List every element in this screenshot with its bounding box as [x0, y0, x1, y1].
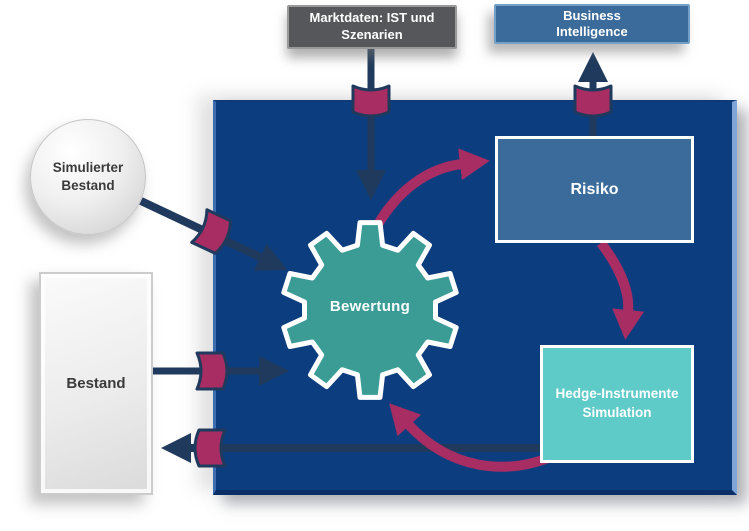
- hedge-node: Hedge-Instrumente Simulation: [540, 345, 694, 463]
- simulierter-bestand-label-line1: Simulierter: [52, 160, 124, 176]
- marktdaten-label-line2: Szenarien: [341, 27, 403, 42]
- bestand-label: Bestand: [66, 375, 126, 392]
- risiko-label: Risiko: [570, 180, 619, 198]
- risiko-node: Risiko: [495, 136, 694, 243]
- marktdaten-node: Marktdaten: IST und Szenarien: [287, 5, 457, 49]
- bi-label-line1: Business: [563, 7, 621, 23]
- marktdaten-label-line1: Marktdaten: IST und: [309, 10, 435, 26]
- bi-label-line2: Intelligence: [556, 24, 628, 39]
- business-intelligence-node: Business Intelligence: [494, 4, 690, 44]
- simulierter-bestand-node: Simulierter Bestand: [30, 119, 146, 235]
- bestand-node: Bestand: [39, 272, 153, 495]
- simulierter-bestand-label-line2: Bestand: [61, 178, 115, 193]
- bewertung-label: Bewertung: [329, 298, 411, 315]
- hedge-label-line1: Hedge-Instrumente: [555, 386, 679, 402]
- hedge-label-line2: Simulation: [582, 405, 652, 420]
